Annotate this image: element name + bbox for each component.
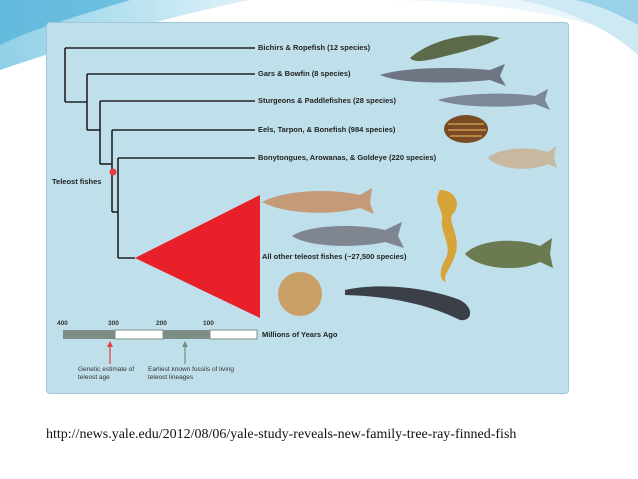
fossil-arrow-head: [182, 341, 188, 347]
bonytongue-illustration: [488, 146, 557, 169]
label-teleost-fishes: Teleost fishes: [52, 177, 102, 186]
dragonfish-illustration: [345, 286, 471, 321]
fish-illustrations: [262, 35, 557, 321]
bass-illustration: [465, 238, 553, 269]
label-other-teleosts: All other teleost fishes (~27,500 specie…: [262, 252, 407, 261]
annotation-genetic-estimate: Genetic estimate of teleost age: [78, 366, 134, 381]
sturgeon-illustration: [438, 89, 550, 110]
eel-coil-illustration: [444, 115, 488, 143]
label-bichirs: Bichirs & Ropefish (12 species): [258, 43, 371, 52]
bichir-illustration: [410, 35, 500, 62]
label-gars: Gars & Bowfin (8 species): [258, 69, 351, 78]
time-scale-bar: [63, 329, 258, 340]
tick-100: 100: [203, 320, 214, 327]
catfish-illustration: [292, 222, 404, 248]
seahorse-illustration: [437, 190, 457, 282]
trout-illustration: [262, 188, 374, 214]
gar-illustration: [380, 64, 506, 86]
label-eels: Eels, Tarpon, & Bonefish (984 species): [258, 125, 396, 134]
tick-200: 200: [156, 320, 167, 327]
teleost-node-marker: [109, 168, 117, 176]
annotation-arrows: [107, 341, 188, 364]
pufferfish-illustration: [278, 272, 322, 316]
label-sturgeons: Sturgeons & Paddlefishes (28 species): [258, 96, 396, 105]
genetic-arrow-head: [107, 341, 113, 347]
source-url-caption: http://news.yale.edu/2012/08/06/yale-stu…: [46, 427, 517, 442]
tick-400: 400: [57, 320, 68, 327]
annotation-earliest-fossils: Earliest known fossils of living teleost…: [148, 366, 234, 381]
tick-300: 300: [108, 320, 119, 327]
label-bonytongues: Bonytongues, Arowanas, & Goldeye (220 sp…: [258, 153, 437, 162]
teleost-radiation-triangle: [135, 195, 260, 318]
timescale-unit-label: Millions of Years Ago: [262, 330, 338, 339]
